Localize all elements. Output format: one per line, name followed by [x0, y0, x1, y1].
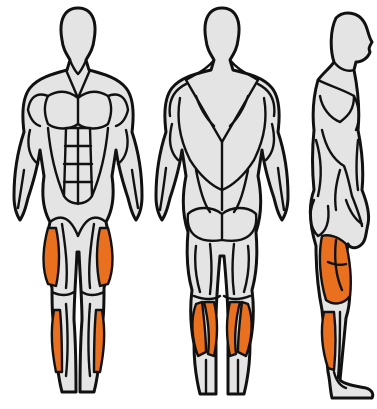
side-body-outline: [310, 13, 372, 398]
back-gastrocnemius-left-outer: [192, 302, 206, 356]
front-tibialis-right: [94, 310, 104, 372]
front-tibialis-left: [52, 310, 62, 372]
side-view-figure: [310, 13, 372, 398]
back-gastrocnemius-right-outer: [238, 302, 252, 356]
back-view-figure: [156, 8, 288, 394]
side-gastrocnemius: [322, 312, 336, 370]
front-view-figure: [14, 8, 142, 392]
front-quadriceps-right: [97, 228, 113, 286]
front-quadriceps-left: [44, 228, 60, 286]
